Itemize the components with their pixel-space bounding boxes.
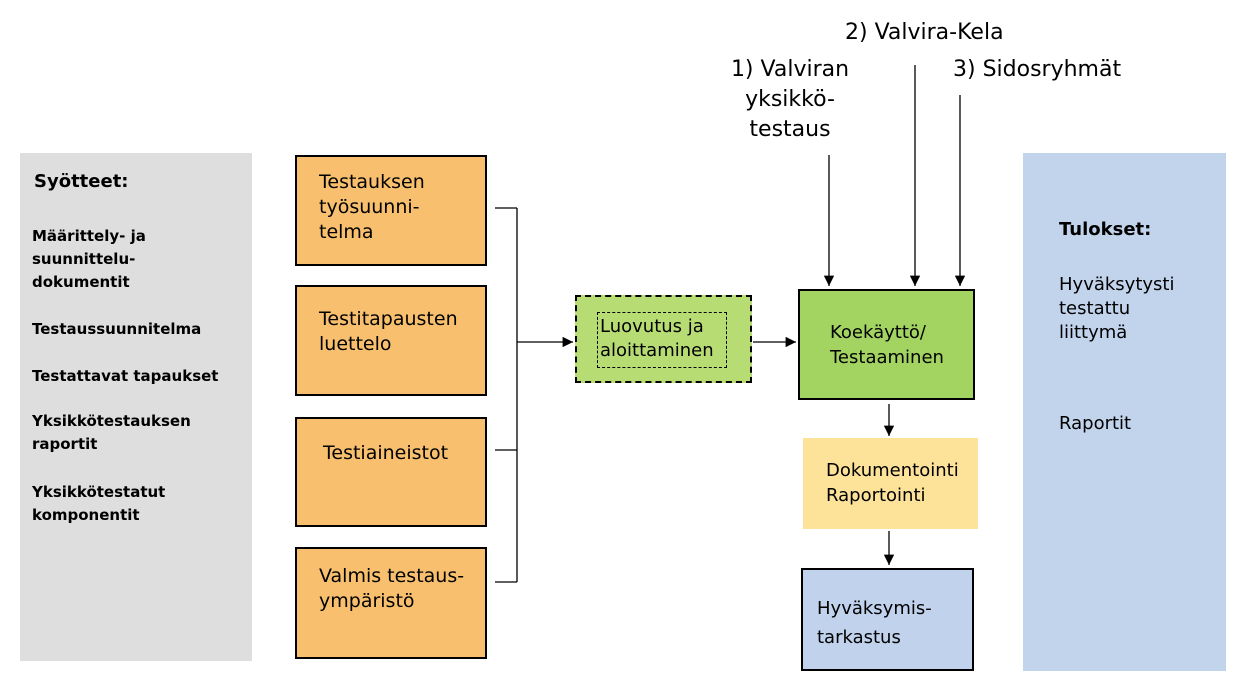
input-item-test-cases: Testattavat tapaukset (32, 367, 219, 385)
plan-box-work-plan: Testauksen työsuunni- telma (295, 155, 487, 266)
plan-box-test-data: Testiaineistot (295, 417, 487, 527)
input-item-unit-components: Yksikkötestatut komponentit (32, 483, 166, 524)
documentation-label: Dokumentointi Raportointi (826, 460, 959, 506)
input-item-test-plan: Testaussuunnitelma (32, 320, 202, 338)
input-item-unit-reports: Yksikkötestauksen raportit (32, 412, 191, 453)
acceptance-box: Hyväksymis- tarkastus (801, 568, 974, 671)
handover-box: Luovutus ja aloittaminen (575, 295, 752, 383)
inputs-title: Syötteet: (34, 171, 129, 192)
documentation-box: Dokumentointi Raportointi (803, 438, 978, 529)
plan-box-test-case-list: Testitapausten luettelo (295, 285, 487, 396)
annotation-unit-testing: 1) Valviran yksikkö- testaus (730, 57, 850, 142)
results-title: Tulokset: (1059, 219, 1152, 240)
plan-box-label: Testauksen työsuunni- telma (319, 171, 425, 243)
input-item-specs: Määrittely- ja suunnittelu- dokumentit (32, 227, 146, 291)
plan-box-label: Testiaineistot (323, 442, 449, 464)
handover-label: Luovutus ja aloittaminen (600, 316, 714, 361)
result-item-tested-interface: Hyväksytysti testattu liittymä (1059, 274, 1175, 343)
trial-label: Koekäyttö/ Testaaminen (830, 322, 944, 368)
trial-box: Koekäyttö/ Testaaminen (798, 289, 975, 400)
plan-box-test-environment: Valmis testaus- ympäristö (295, 547, 487, 659)
annotation-valvira-kela: 2) Valvira-Kela (845, 20, 1004, 45)
acceptance-label: Hyväksymis- tarkastus (817, 598, 932, 648)
plan-box-label: Valmis testaus- ympäristö (319, 565, 465, 612)
handover-inner-frame (597, 312, 727, 368)
result-item-reports: Raportit (1059, 413, 1132, 434)
plan-box-label: Testitapausten luettelo (319, 308, 458, 355)
inputs-panel: Syötteet: Määrittely- ja suunnittelu- do… (20, 153, 252, 661)
annotation-stakeholders: 3) Sidosryhmät (953, 57, 1122, 82)
results-panel: Tulokset: Hyväksytysti testattu liittymä… (1023, 153, 1226, 671)
